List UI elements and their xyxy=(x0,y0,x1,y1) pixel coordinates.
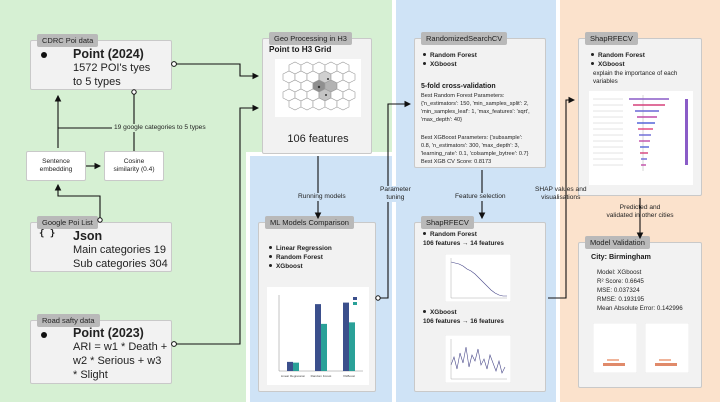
shaprfecv-rf-features: 106 features → 14 features xyxy=(423,240,504,247)
shap-summary-plot xyxy=(589,91,693,185)
geo-title: Point to H3 Grid xyxy=(269,45,332,54)
legend-swatch-1 xyxy=(353,302,357,305)
shaprfecv-rf-label: Random Forest xyxy=(421,231,477,239)
edge-label-feature-selection: Feature selection xyxy=(453,193,508,201)
ml-comparison-bar-chart: Linear Regression Random Forest XGBoost xyxy=(267,287,369,385)
sentence-embedding-box[interactable]: Sentence embedding xyxy=(26,151,86,181)
bar-random-forest-0 xyxy=(315,304,321,371)
road-line1: ARI = w1 * Death + xyxy=(73,341,168,353)
ml-models-tag: ML Models Comparison xyxy=(265,216,354,229)
geo-processing-tag: Geo Processing in H3 xyxy=(269,32,352,45)
bar-linear-regression-0 xyxy=(287,361,293,371)
legend-swatch-0 xyxy=(353,297,357,300)
ml-item-xgboost: XGboost xyxy=(267,263,303,271)
google-poi-tag: Google Poi List xyxy=(37,216,98,229)
shap-item-xgboost: XGboost xyxy=(589,61,625,69)
cdrc-poi-tag: CDRC Poi data xyxy=(37,34,99,47)
google-title: Json xyxy=(73,229,103,243)
validation-mse: MSE: 0.037324 xyxy=(597,287,640,294)
rscv-rf-head: Best Random Forest Parameters: xyxy=(421,93,505,99)
road-line2: w2 * Serious + w3 xyxy=(73,355,162,367)
cosine-similarity-box[interactable]: Cosine similarity (0.4) xyxy=(104,151,164,181)
randomized-search-card[interactable]: RandomizedSearchCV Random Forest XGboost… xyxy=(414,32,546,168)
ml-models-card[interactable]: ML Models Comparison Linear Regression R… xyxy=(258,216,376,392)
edge-label-running-models: Running models xyxy=(296,193,348,201)
panel-divider xyxy=(556,0,560,402)
geo-processing-card[interactable]: Geo Processing in H3 Point to H3 Grid xyxy=(262,32,372,154)
cdrc-line1: 1572 POI's tyes xyxy=(73,62,151,74)
xgb-feature-elimination-curve xyxy=(445,335,511,383)
rscv-xgb-l1: 0.8, 'n_estimators': 300, 'max_depth': 3… xyxy=(421,143,520,149)
rscv-item-xgboost: XGboost xyxy=(421,61,457,69)
shaprfecv-xgb-label: XGboost xyxy=(421,309,457,317)
cdrc-title: Point (2024) xyxy=(73,47,144,61)
google-poi-card[interactable]: Google Poi List { } Json Main categories… xyxy=(30,216,172,272)
sentence-line1: Sentence xyxy=(42,158,70,165)
point-dot-icon xyxy=(41,332,47,338)
rscv-xgb-l2: 'learning_rate': 0.1, 'colsample_bytree'… xyxy=(421,151,529,157)
bar-linear-regression-1 xyxy=(293,362,299,371)
model-validation-card[interactable]: Model Validation City: Birmingham Model:… xyxy=(578,236,702,388)
shap-note: explain the importance of each variables xyxy=(593,70,678,85)
rscv-xgb-score: Best XGB CV Score: 0.8173 xyxy=(421,159,492,165)
rscv-cv-title: 5-fold cross-validation xyxy=(421,83,496,90)
edge-label-19-categories: 19 google categories to 5 types xyxy=(112,124,208,132)
validation-rmse: RMSE: 0.193195 xyxy=(597,296,645,303)
rscv-rf-l2: 'min_samples_leaf': 1, 'max_features': '… xyxy=(421,109,530,115)
randomized-search-tag: RandomizedSearchCV xyxy=(421,32,508,45)
bar-xgboost-1 xyxy=(349,322,355,371)
tick-label-2: XGBoost xyxy=(343,374,355,378)
cdrc-line2: to 5 types xyxy=(73,76,121,88)
shaprfecv-xgb-features: 106 features → 16 features xyxy=(423,318,504,325)
bar-random-forest-1 xyxy=(321,323,327,371)
shap-importance-tag: ShapRFECV xyxy=(585,32,638,45)
cosine-line2: similarity (0.4) xyxy=(113,166,155,173)
validation-map-predicted xyxy=(645,323,689,373)
validation-mae: Mean Absolute Error: 0.142996 xyxy=(597,305,683,312)
cdrc-poi-card[interactable]: CDRC Poi data Point (2024) 1572 POI's ty… xyxy=(30,34,172,90)
panel-divider xyxy=(246,152,250,402)
panel-divider xyxy=(246,152,396,156)
shap-importance-card[interactable]: ShapRFECV Random Forest XGboost explain … xyxy=(578,32,702,196)
road-title: Point (2023) xyxy=(73,326,144,340)
geo-features: 106 features xyxy=(287,133,349,145)
ml-item-random-forest: Random Forest xyxy=(267,254,323,262)
rf-feature-elimination-curve xyxy=(445,254,511,302)
cosine-line1: Cosine xyxy=(123,158,145,165)
shaprfecv-selection-card[interactable]: ShapRFECV Random Forest 106 features → 1… xyxy=(414,216,546,392)
point-dot-icon xyxy=(41,52,47,58)
validation-map-actual xyxy=(593,323,637,373)
rscv-rf-l1: {'n_estimators': 150, 'min_samples_split… xyxy=(421,101,529,107)
bar-xgboost-0 xyxy=(343,302,349,371)
json-braces-icon: { } xyxy=(39,229,56,239)
road-line3: * Slight xyxy=(73,369,108,381)
validation-model: Model: XGboost xyxy=(597,269,642,276)
road-safety-card[interactable]: Road safty data Point (2023) ARI = w1 * … xyxy=(30,314,172,384)
google-line1: Main categories 19 xyxy=(73,244,166,256)
h3-hexagon-grid xyxy=(275,59,361,117)
rscv-item-random-forest: Random Forest xyxy=(421,52,477,60)
shap-item-random-forest: Random Forest xyxy=(589,52,645,60)
validation-city: City: Birmingham xyxy=(591,252,651,261)
sentence-line2: embedding xyxy=(39,166,73,173)
validation-r2: R² Score: 0.6645 xyxy=(597,278,644,285)
google-line2: Sub categories 304 xyxy=(73,258,168,270)
shaprfecv-selection-tag: ShapRFECV xyxy=(421,216,474,229)
road-safety-tag: Road safty data xyxy=(37,314,100,327)
ml-item-linear-regression: Linear Regression xyxy=(267,245,332,253)
tick-label-1: Random Forest xyxy=(311,374,332,378)
model-validation-tag: Model Validation xyxy=(585,236,650,249)
rscv-xgb-head: Best XGBoost Parameters: {'subsample': xyxy=(421,135,523,141)
tick-label-0: Linear Regression xyxy=(281,374,306,378)
rscv-rf-l3: 'max_depth': 40} xyxy=(421,117,463,123)
